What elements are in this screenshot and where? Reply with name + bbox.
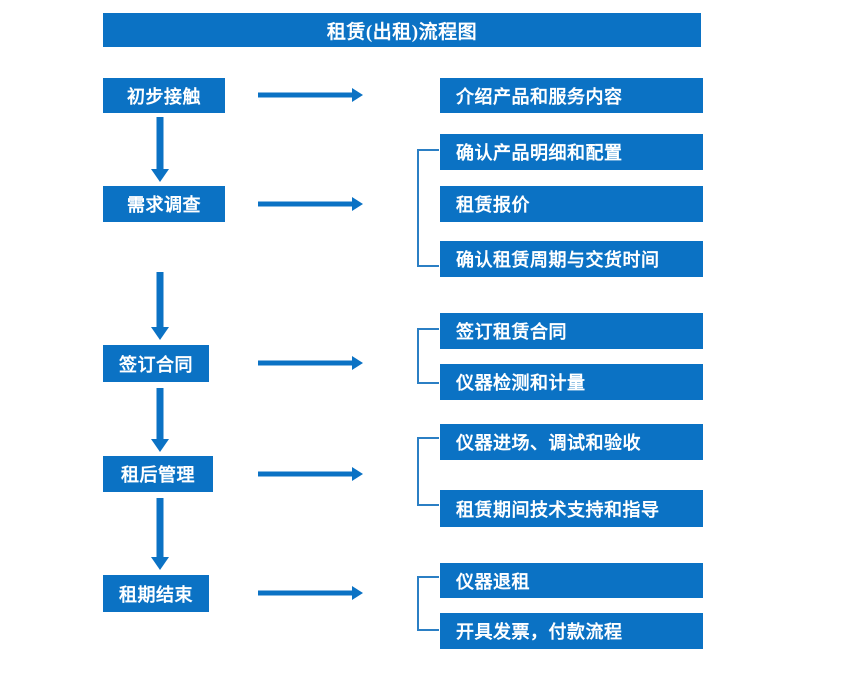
arrow-shaft — [258, 201, 354, 207]
detail-box-technical-support[interactable]: 租赁期间技术支持和指导 — [440, 490, 703, 527]
arrow-head — [352, 586, 363, 600]
arrow-shaft — [156, 388, 164, 439]
arrow-shaft — [156, 498, 164, 557]
bracket-lease-end — [417, 576, 439, 631]
arrow-head — [151, 169, 169, 182]
bracket-sign-contract — [417, 328, 439, 384]
detail-arrow-initial-contact — [258, 86, 363, 104]
detail-arrow-sign-contract — [258, 354, 363, 372]
detail-box-sign-rental-contract[interactable]: 签订租赁合同 — [440, 313, 703, 349]
detail-box-instrument-return[interactable]: 仪器退租 — [440, 563, 703, 598]
flow-arrow-needs-to-contract — [150, 272, 170, 340]
arrow-head — [352, 356, 363, 370]
arrow-head — [352, 197, 363, 211]
arrow-shaft — [156, 117, 164, 169]
detail-arrow-needs-survey — [258, 195, 363, 213]
bracket-needs-survey — [417, 149, 439, 267]
detail-box-introduce-products[interactable]: 介绍产品和服务内容 — [440, 78, 703, 113]
detail-box-confirm-period-delivery[interactable]: 确认租赁周期与交货时间 — [440, 241, 703, 277]
detail-arrow-lease-end — [258, 584, 363, 602]
arrow-shaft — [258, 471, 354, 477]
arrow-shaft — [258, 92, 354, 98]
stage-box-initial-contact[interactable]: 初步接触 — [103, 78, 225, 113]
detail-box-confirm-product-spec[interactable]: 确认产品明细和配置 — [440, 134, 703, 170]
flow-arrow-contract-to-postrental — [150, 388, 170, 452]
arrow-head — [151, 327, 169, 340]
arrow-shaft — [156, 272, 164, 327]
arrow-head — [352, 88, 363, 102]
stage-box-needs-survey[interactable]: 需求调查 — [103, 186, 225, 222]
detail-box-rental-quotation[interactable]: 租赁报价 — [440, 186, 703, 222]
arrow-head — [151, 439, 169, 452]
diagram-title: 租赁(出租)流程图 — [103, 13, 701, 47]
arrow-shaft — [258, 360, 354, 366]
flow-arrow-initial-to-needs — [150, 117, 170, 182]
stage-box-lease-end[interactable]: 租期结束 — [103, 575, 209, 612]
stage-box-post-rental-management[interactable]: 租后管理 — [103, 456, 213, 492]
detail-box-instrument-entry-commissioning[interactable]: 仪器进场、调试和验收 — [440, 424, 703, 460]
arrow-head — [352, 467, 363, 481]
detail-box-instrument-testing[interactable]: 仪器检测和计量 — [440, 364, 703, 400]
flow-arrow-postrental-to-leaseend — [150, 498, 170, 570]
detail-box-invoice-payment[interactable]: 开具发票，付款流程 — [440, 613, 703, 649]
arrow-head — [151, 557, 169, 570]
detail-arrow-post-rental-management — [258, 465, 363, 483]
stage-box-sign-contract[interactable]: 签订合同 — [103, 345, 209, 382]
bracket-post-rental-management — [417, 437, 439, 506]
arrow-shaft — [258, 590, 354, 596]
